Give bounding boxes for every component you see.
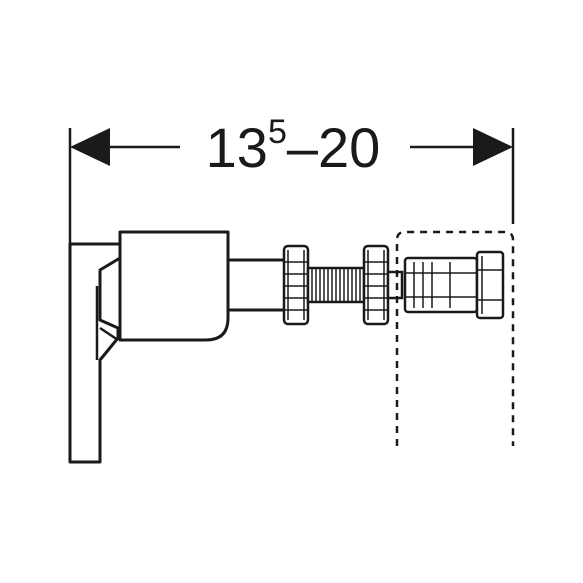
wall-plate <box>68 242 122 464</box>
arrowhead-left <box>70 128 110 166</box>
rod-stub <box>386 270 404 300</box>
extension-envelope <box>395 230 515 446</box>
threaded-rod <box>306 266 366 304</box>
left-nut <box>282 244 310 326</box>
dimension-value-superscript: 5 <box>268 113 287 151</box>
connecting-pipe <box>226 258 288 312</box>
extension-adapter <box>403 250 505 320</box>
dimension-separator: – <box>287 116 319 179</box>
dimension-annotation: 135–20 <box>68 113 515 244</box>
dimension-value-main: 13 <box>206 116 268 179</box>
right-nut <box>362 244 390 326</box>
arrowhead-right <box>473 128 513 166</box>
dimension-label: 135–20 <box>206 113 381 179</box>
housing-body <box>118 230 230 342</box>
dimension-value-max: 20 <box>318 116 380 179</box>
